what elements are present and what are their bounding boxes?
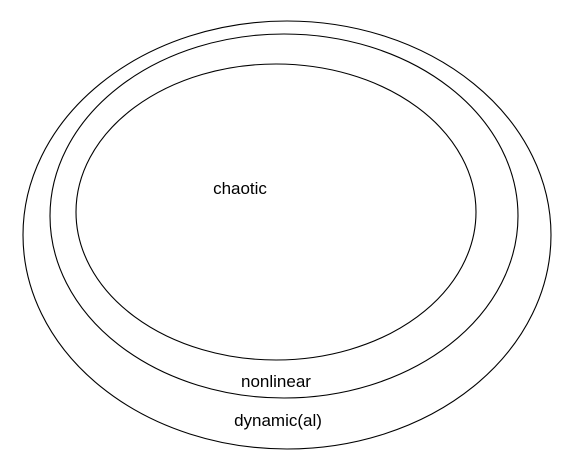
dynamical-label: dynamic(al): [234, 411, 322, 430]
nonlinear-label: nonlinear: [241, 372, 311, 391]
chaotic-label: chaotic: [213, 179, 267, 198]
chaotic-set-ellipse: [75, 63, 477, 361]
nonlinear-set-ellipse: [49, 33, 519, 399]
dynamical-set-ellipse: [22, 20, 552, 450]
